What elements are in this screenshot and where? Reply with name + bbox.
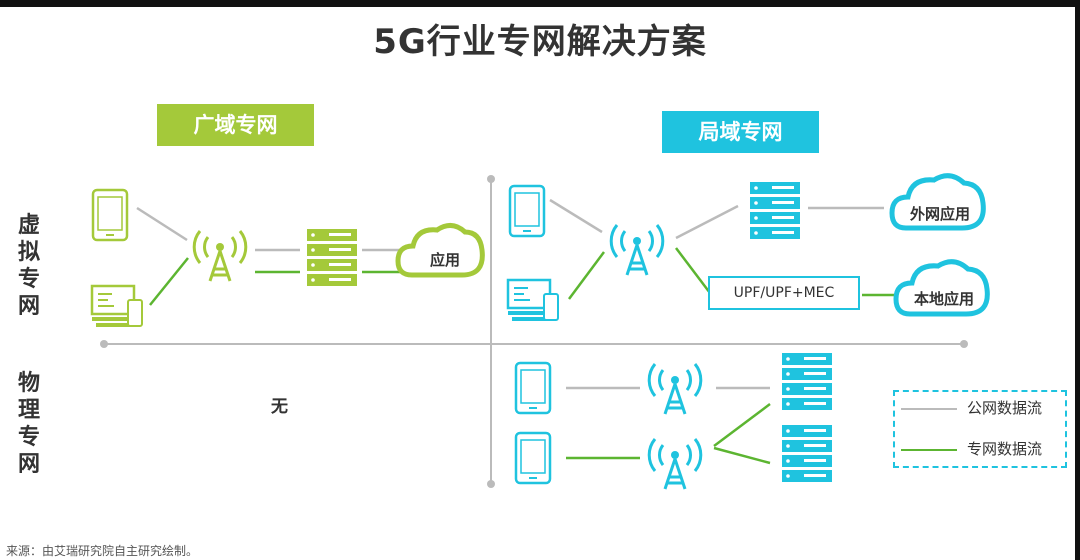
row-label-char: 专 xyxy=(17,425,40,450)
legend: 公网数据流 专网数据流 xyxy=(893,390,1067,468)
row-label-char: 网 xyxy=(17,452,40,477)
cloud-icon xyxy=(889,173,986,231)
legend-public-label: 公网数据流 xyxy=(967,399,1043,417)
server-icon xyxy=(782,353,832,410)
cloud-icon xyxy=(893,259,990,317)
row-label-char: 网 xyxy=(17,294,40,319)
server-icon xyxy=(307,229,357,286)
wan-virtual-section: 应用 xyxy=(90,188,485,329)
source-note: 来源：由艾瑞研究院自主研究绘制。 xyxy=(6,544,199,558)
phone-icon xyxy=(91,188,129,242)
page-title: 5G行业专网解决方案 xyxy=(373,22,707,62)
lan-virtual-section: 外网应用 本地应用 xyxy=(506,173,990,323)
computer-icon xyxy=(506,278,560,323)
legend-public-flow: 公网数据流 xyxy=(901,398,1042,418)
server-icon xyxy=(782,425,832,482)
row-label-char: 理 xyxy=(17,398,40,423)
wan-header: 广域专网 xyxy=(157,104,314,146)
phone-icon xyxy=(508,184,546,238)
cloud-label-local-app: 本地应用 xyxy=(914,290,974,308)
row-label-char: 专 xyxy=(17,267,40,292)
virtual-private-network-label: 虚 拟 专 网 xyxy=(14,212,44,320)
phone-icon xyxy=(514,431,552,485)
base-station-icon xyxy=(609,223,665,277)
wan-physical-none-text: 无 xyxy=(271,397,288,417)
right-border xyxy=(1075,0,1080,560)
quadrant-axes xyxy=(100,175,968,488)
row-label-char: 拟 xyxy=(17,240,40,265)
legend-private-label: 专网数据流 xyxy=(967,440,1043,458)
base-station-icon xyxy=(647,362,703,416)
cloud-label-app: 应用 xyxy=(430,251,460,269)
upf-mec-box: UPF/UPF+MEC xyxy=(708,276,860,310)
lan-physical-section xyxy=(514,353,832,491)
row-label-char: 虚 xyxy=(17,213,40,238)
legend-private-swatch xyxy=(901,448,957,451)
server-icon xyxy=(750,182,800,239)
row-label-char: 物 xyxy=(17,371,40,396)
top-border xyxy=(0,0,1080,7)
cloud-icon xyxy=(395,223,485,278)
legend-public-swatch xyxy=(901,407,957,410)
computer-icon xyxy=(90,284,144,329)
base-station-icon xyxy=(192,229,248,283)
phone-icon xyxy=(514,361,552,415)
physical-private-network-label: 物 理 专 网 xyxy=(14,370,44,478)
legend-private-flow: 专网数据流 xyxy=(901,439,1042,459)
lan-header: 局域专网 xyxy=(662,111,819,153)
base-station-icon xyxy=(647,437,703,491)
cloud-label-external-app: 外网应用 xyxy=(909,205,970,223)
